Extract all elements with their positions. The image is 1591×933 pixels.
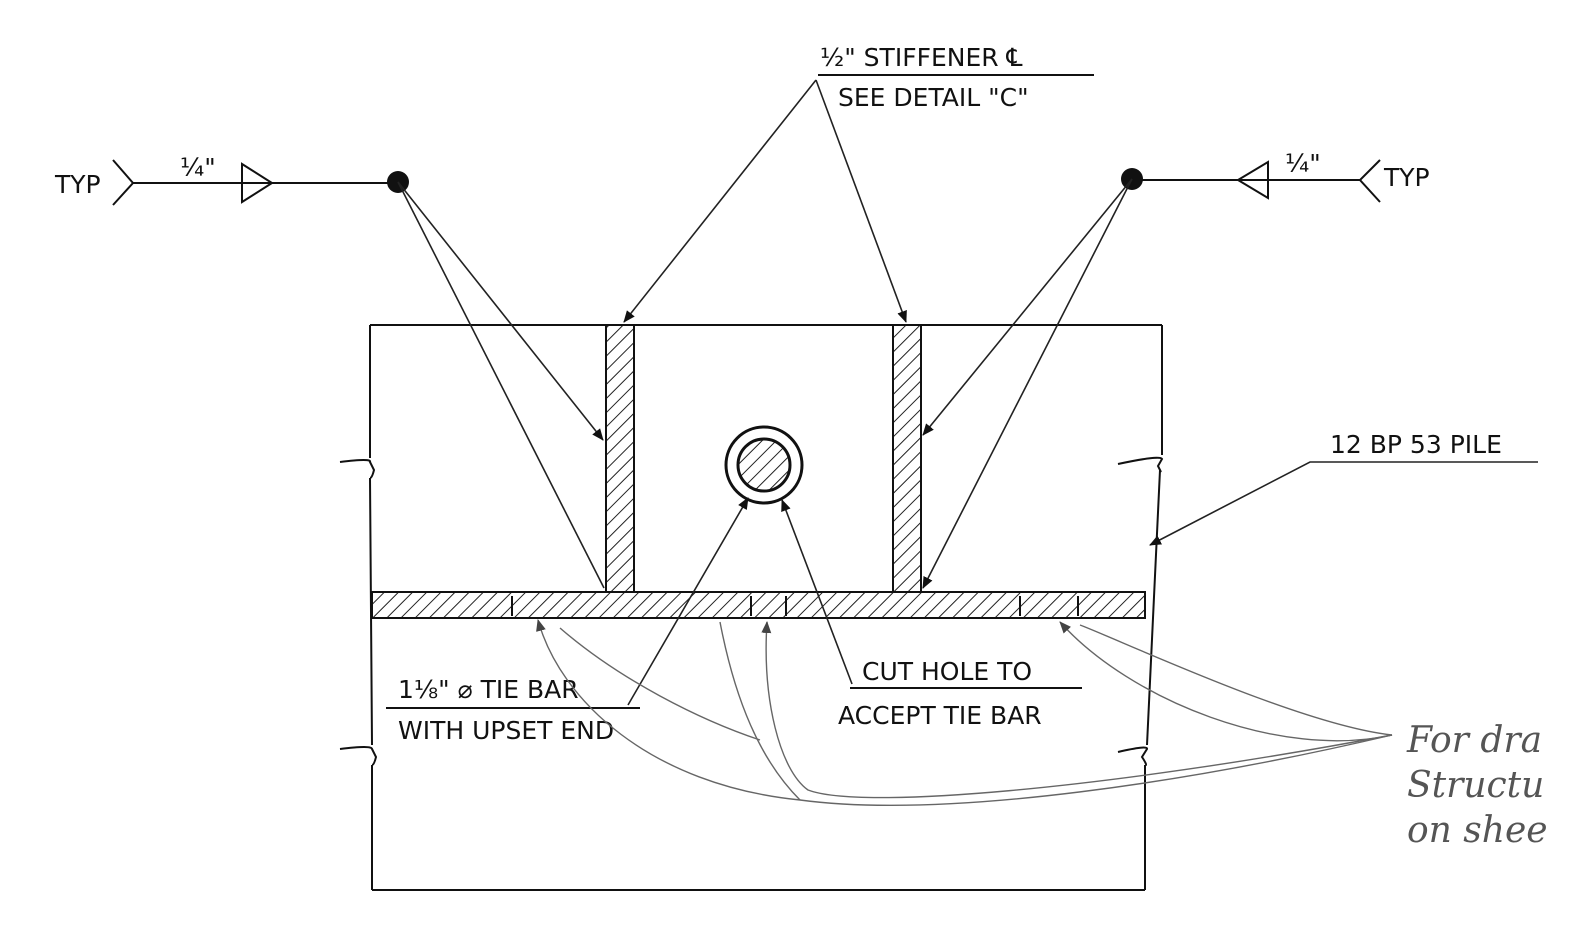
pile-outline [339, 324, 1164, 891]
tie-bar-label-line1: 1⅛" ⌀ TIE BAR [398, 675, 579, 704]
cut-hole-label-line2: ACCEPT TIE BAR [838, 701, 1042, 730]
break-symbol-left-upper [339, 459, 376, 479]
weld-leader-lines [397, 178, 1133, 589]
break-symbol-right-upper [1117, 456, 1164, 473]
pile-label: 12 BP 53 PILE [1330, 430, 1502, 459]
tie-bar-label-line2: WITH UPSET END [398, 716, 614, 745]
weld-right-typ-label: TYP [1383, 163, 1430, 192]
stiffener-leader-lines [623, 79, 907, 323]
handwritten-note-line1: For dra [1406, 720, 1542, 761]
break-symbol-left-lower [339, 746, 378, 766]
stiffener-plate-left [605, 324, 635, 593]
cut-hole-label-line1: CUT HOLE TO [862, 657, 1032, 686]
pencil-annotation-curves [536, 619, 1393, 806]
handwritten-note-line2: Structu [1407, 765, 1544, 806]
tie-bar-section [724, 425, 804, 505]
pile-flange [371, 591, 1146, 619]
stiffener-label-line1: ½" STIFFENER ℄ [820, 43, 1023, 72]
handwritten-note-line3: on shee [1407, 810, 1548, 851]
weld-right-size-label: ¼" [1285, 149, 1321, 178]
weld-left-size-label: ¼" [180, 153, 216, 182]
stiffener-label-line2: SEE DETAIL "C" [838, 83, 1029, 112]
weld-left-typ-label: TYP [54, 170, 101, 199]
weld-symbol-right [1121, 159, 1381, 203]
break-symbol-right-lower [1117, 746, 1148, 767]
stiffener-plate-right [892, 324, 922, 593]
weld-symbol-left [112, 159, 409, 206]
